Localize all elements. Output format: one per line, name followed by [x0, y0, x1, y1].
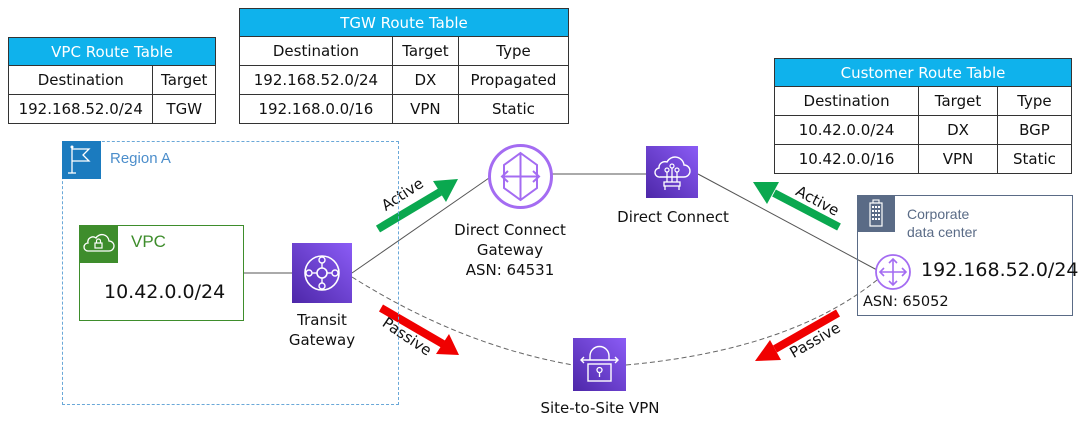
customer-route-table: Customer Route Table Destination Target …	[773, 58, 1073, 174]
region-label: Region A	[110, 150, 171, 167]
vpn-lock-icon[interactable]	[573, 338, 626, 391]
region-a-boundary	[62, 141, 399, 405]
tgw-dxgw-link	[351, 177, 490, 274]
column-header: Type	[457, 36, 570, 66]
dxgw-asn: ASN: 64531	[465, 261, 555, 279]
router-icon[interactable]	[874, 253, 912, 291]
dxgw-line2: Gateway	[476, 241, 544, 259]
table-row: 192.168.52.0/24 DX Propagated	[239, 65, 570, 95]
column-header: Target	[152, 65, 216, 95]
vpn-caption: Site-to-Site VPN	[540, 399, 660, 417]
direct-connect-gateway-icon[interactable]	[487, 143, 554, 210]
table-cell: BGP	[996, 115, 1073, 145]
table-cell: 10.42.0.0/16	[773, 144, 920, 174]
building-icon	[857, 195, 895, 232]
active-arrow-right	[753, 182, 841, 231]
table-cell: 10.42.0.0/24	[773, 115, 920, 145]
table-cell: TGW	[152, 94, 216, 124]
table-cell: 192.168.52.0/24	[7, 94, 154, 124]
vpc-route-table-title: VPC Route Table	[8, 37, 216, 66]
corporate-asn: ASN: 65052	[863, 294, 949, 310]
transit-gateway-icon[interactable]	[292, 243, 352, 303]
corporate-line2: data center	[907, 224, 978, 240]
table-cell: 192.168.52.0/24	[239, 65, 393, 95]
corporate-data-center-box	[857, 195, 1073, 316]
vpc-cidr: 10.42.0.0/24	[104, 281, 226, 303]
vpc-label: VPC	[131, 232, 166, 251]
table-row: 10.42.0.0/16 VPN Static	[773, 144, 1073, 174]
table-cell: Propagated	[457, 65, 570, 95]
customer-route-table-title: Customer Route Table	[774, 58, 1072, 87]
column-header: Destination	[7, 65, 154, 95]
tgw-route-table-title: TGW Route Table	[239, 8, 569, 37]
flag-icon	[62, 141, 101, 179]
table-cell: DX	[918, 115, 998, 145]
passive-arrow-right	[755, 309, 840, 361]
table-row: 192.168.52.0/24 TGW	[7, 94, 216, 124]
table-cell: 192.168.0.0/16	[239, 94, 393, 124]
corporate-line1: Corporate	[907, 206, 970, 222]
corporate-label: Corporate data center	[907, 205, 977, 241]
table-cell: Static	[457, 94, 570, 124]
column-header: Type	[996, 86, 1073, 116]
direct-connect-caption: Direct Connect	[617, 208, 729, 226]
transit-gateway-line1: Transit	[297, 311, 347, 329]
passive-arrow-left	[378, 304, 459, 355]
transit-gateway-caption: Transit Gateway	[262, 310, 382, 350]
tgw-route-table: TGW Route Table Destination Target Type …	[239, 8, 570, 124]
column-header: Target	[918, 86, 998, 116]
direct-connect-icon[interactable]	[646, 146, 698, 198]
vpn-corp-link	[625, 279, 878, 366]
vpc-box	[79, 225, 244, 321]
direct-connect-gateway-caption: Direct Connect Gateway ASN: 64531	[440, 220, 580, 280]
table-cell: Static	[996, 144, 1073, 174]
table-cell: VPN	[391, 94, 459, 124]
transit-gateway-line2: Gateway	[288, 331, 356, 349]
corporate-cidr: 192.168.52.0/24	[921, 259, 1079, 281]
vpc-route-table: VPC Route Table Destination Target 192.1…	[7, 37, 216, 124]
tgw-vpn-link	[351, 276, 574, 366]
table-cell: VPN	[918, 144, 998, 174]
table-cell: DX	[391, 65, 459, 95]
column-header: Target	[391, 36, 459, 66]
column-header: Destination	[773, 86, 920, 116]
active-arrow-left	[375, 179, 458, 233]
dxgw-line1: Direct Connect	[454, 221, 566, 239]
table-row: 10.42.0.0/24 DX BGP	[773, 115, 1073, 145]
table-row: 192.168.0.0/16 VPN Static	[239, 94, 570, 124]
dx-corp-link	[697, 173, 878, 271]
cloud-lock-icon	[79, 225, 118, 263]
column-header: Destination	[239, 36, 393, 66]
